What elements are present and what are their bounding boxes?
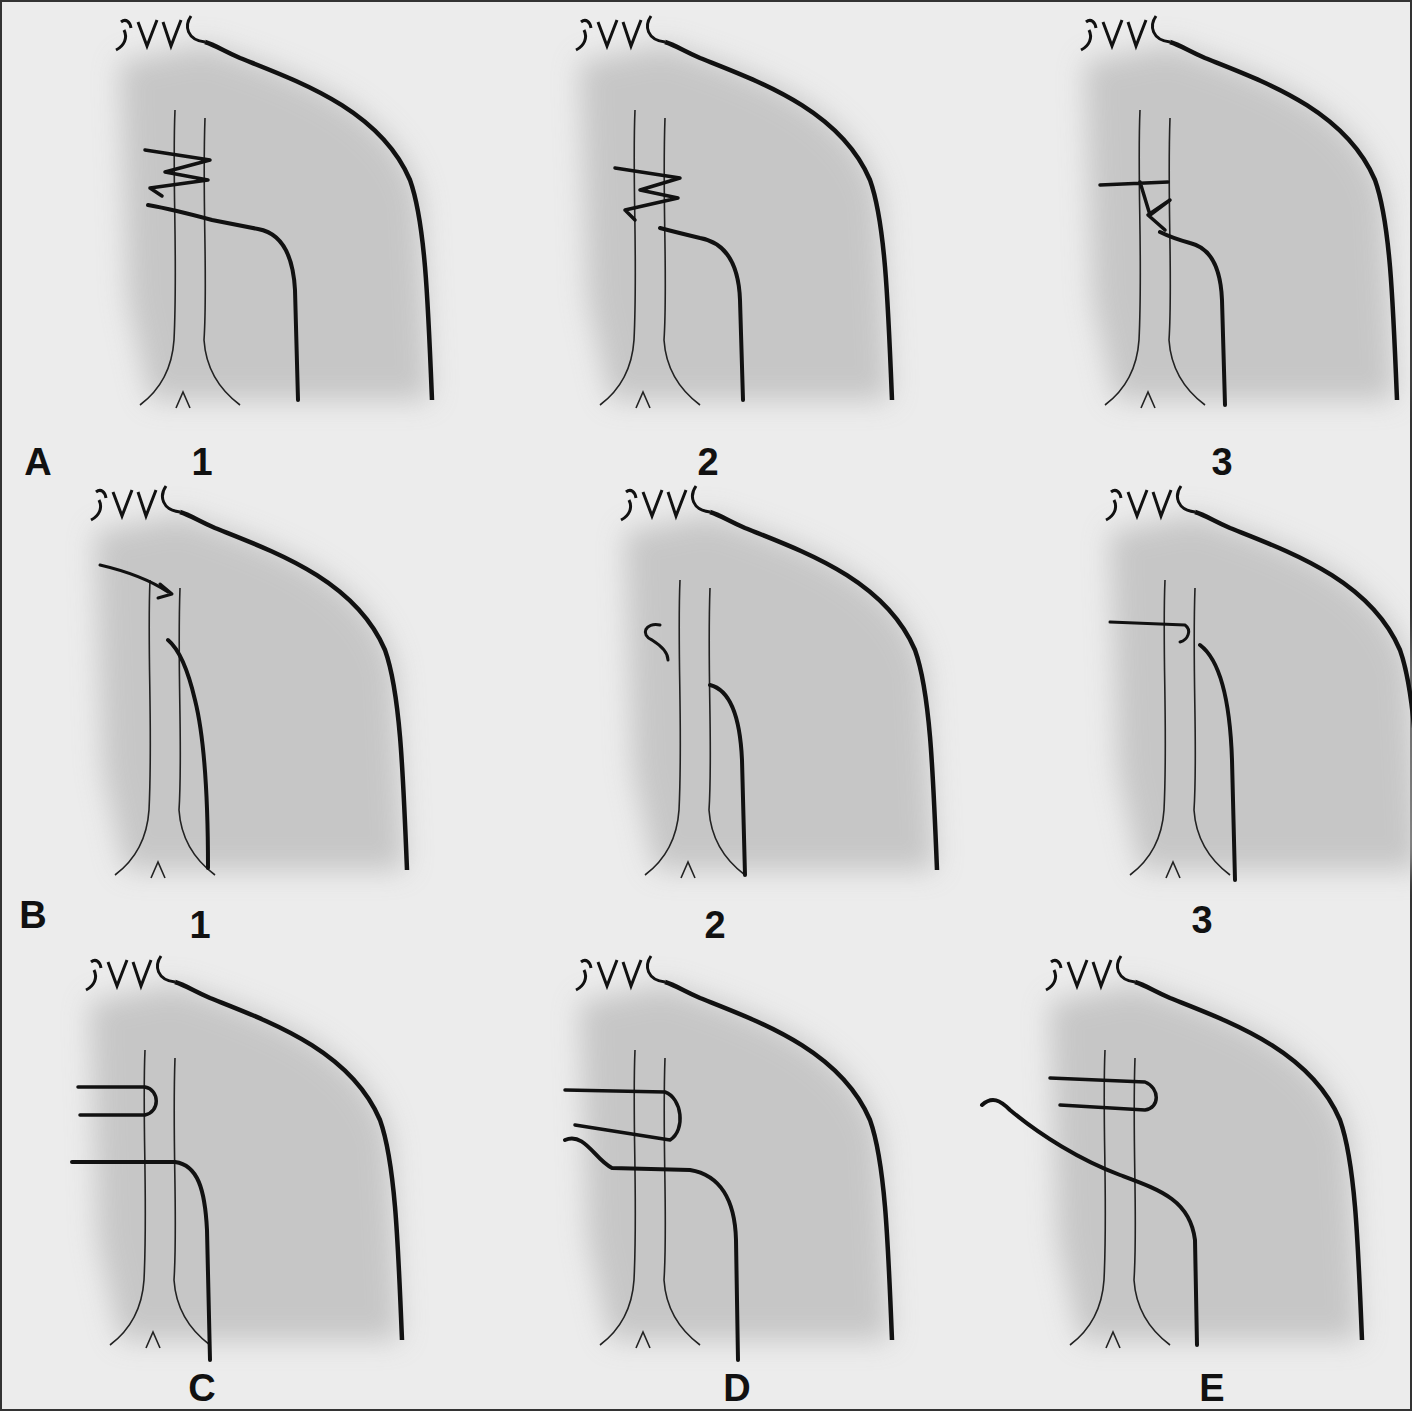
panel-letter: A [24,443,51,481]
panel-letter: D [723,1369,750,1407]
panel-number: 3 [1211,443,1232,481]
panel-number: 2 [697,443,718,481]
panel-number: 1 [191,443,212,481]
panel-letter: C [188,1369,215,1407]
panel-number: 2 [704,906,725,944]
panel-number: 1 [189,906,210,944]
panel-number: 3 [1191,901,1212,939]
panel-letter: E [1199,1369,1224,1407]
panel-letter: B [19,896,46,934]
